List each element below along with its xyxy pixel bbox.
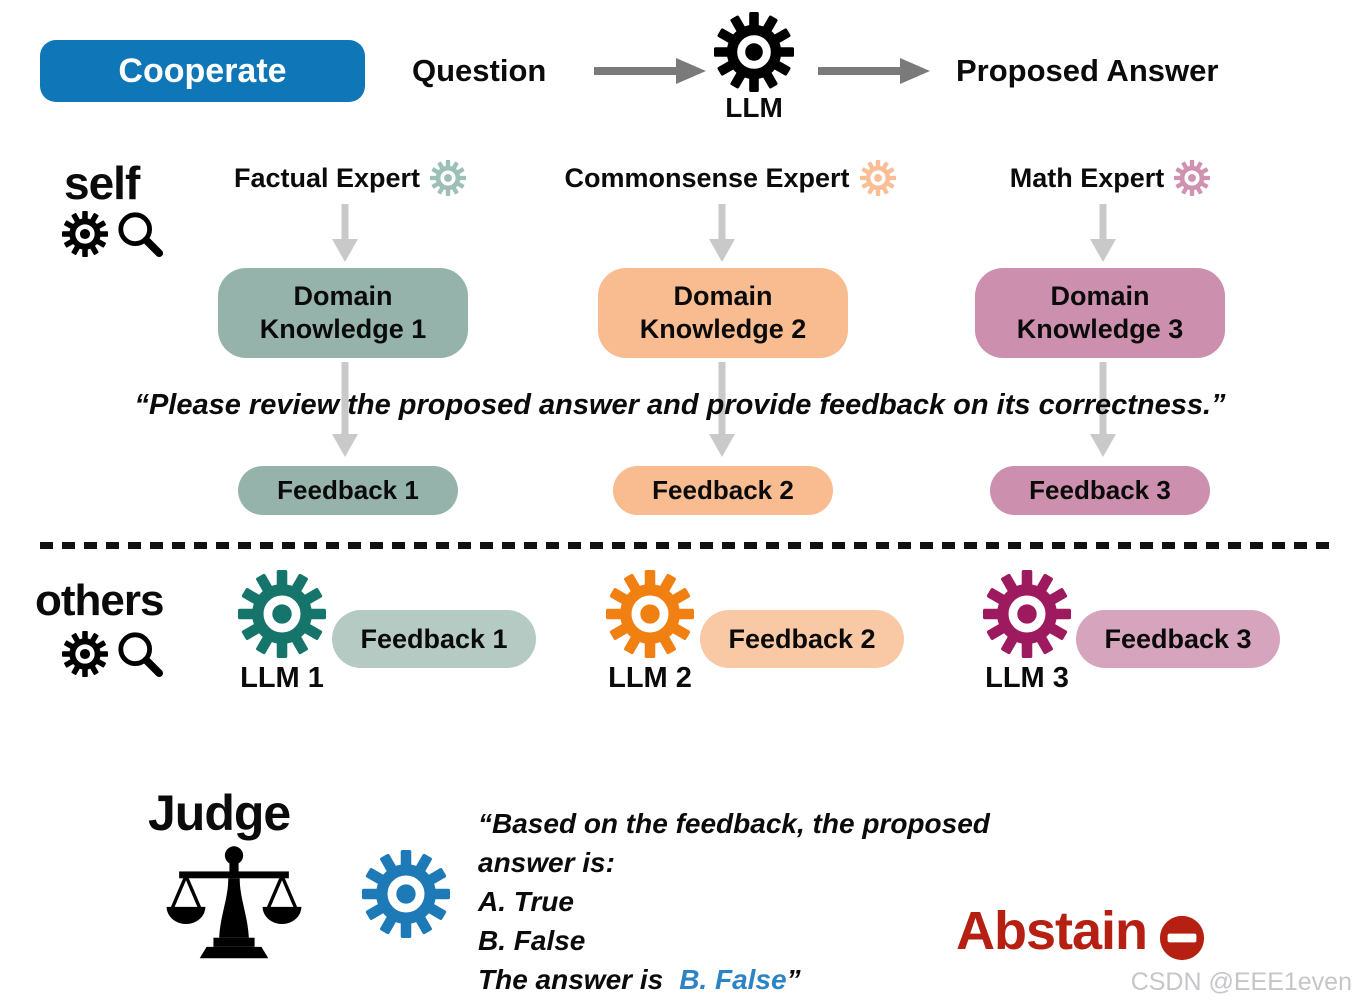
cooperate-badge: Cooperate <box>40 40 365 102</box>
feedback-2-box-self: Feedback 2 <box>613 466 833 515</box>
judge-section-label: Judge <box>148 785 291 841</box>
judge-prompt: “Based on the feedback, the proposed ans… <box>478 804 1078 999</box>
llm-label: LLM <box>725 92 783 123</box>
expert-3-gear-icon <box>1174 160 1210 196</box>
llm-1-label: LLM 1 <box>240 662 324 694</box>
feedback-3-box-self: Feedback 3 <box>990 466 1210 515</box>
scale-icon <box>158 844 310 972</box>
llm-1-gear-icon <box>238 570 326 658</box>
watermark-text: CSDN @EEE1even <box>1130 968 1352 996</box>
arrow-down-expert-2-icon <box>709 204 735 262</box>
judge-prompt-line-1: “Based on the feedback, the proposed ans… <box>478 808 990 878</box>
arrow-down-expert-1-icon <box>332 204 358 262</box>
review-prompt: “Please review the proposed answer and p… <box>134 389 1226 421</box>
expert-1-name: Factual Expert <box>233 162 421 193</box>
judge-answer-value: B. False <box>679 964 787 995</box>
domain-knowledge-3-line1: Domain <box>1050 281 1150 311</box>
others-gear-icon <box>62 631 108 677</box>
domain-knowledge-1-box: Domain Knowledge 1 <box>218 268 468 358</box>
proposed-answer-label: Proposed Answer <box>956 53 1219 88</box>
llm-2-gear-icon <box>606 570 694 658</box>
judge-answer-prefix: The answer is <box>478 964 664 995</box>
others-magnifier-icon <box>116 630 164 678</box>
arrow-llm-to-answer-icon <box>818 58 930 84</box>
domain-knowledge-1-line1: Domain <box>293 281 393 311</box>
self-magnifier-icon <box>116 210 164 258</box>
expert-1-gear-icon <box>430 160 466 196</box>
domain-knowledge-2-line1: Domain <box>673 281 773 311</box>
feedback-2-box-others: Feedback 2 <box>700 610 904 668</box>
domain-knowledge-2-box: Domain Knowledge 2 <box>598 268 848 358</box>
judge-prompt-line-2: A. True <box>478 886 574 917</box>
domain-knowledge-2-line2: Knowledge 2 <box>639 314 807 344</box>
domain-knowledge-3-box: Domain Knowledge 3 <box>975 268 1225 358</box>
llm-2-label: LLM 2 <box>608 662 692 694</box>
abstain-icon <box>1158 914 1206 962</box>
others-section-label: others <box>35 576 164 625</box>
dashed-divider <box>40 542 1332 549</box>
llm-3-gear-icon <box>983 570 1071 658</box>
judge-prompt-line-3: B. False <box>478 925 586 956</box>
judge-gear-icon <box>362 850 450 938</box>
feedback-1-box-others: Feedback 1 <box>332 610 536 668</box>
question-label: Question <box>412 53 547 88</box>
abstain-label: Abstain <box>956 901 1148 961</box>
arrow-down-expert-3-icon <box>1090 204 1116 262</box>
llm-gear-icon <box>714 12 794 92</box>
judge-answer-closing-quote: ” <box>786 964 801 995</box>
feedback-1-box-self: Feedback 1 <box>238 466 458 515</box>
llm-3-label: LLM 3 <box>985 662 1069 694</box>
expert-2-name: Commonsense Expert <box>564 162 850 193</box>
judge-prompt-line-4: The answer is B. False” <box>478 960 1078 999</box>
self-gear-icon <box>62 211 108 257</box>
arrow-question-to-llm-icon <box>594 58 706 84</box>
expert-3-name: Math Expert <box>1009 162 1165 193</box>
feedback-3-box-others: Feedback 3 <box>1076 610 1280 668</box>
domain-knowledge-1-line2: Knowledge 1 <box>259 314 427 344</box>
self-section-label: self <box>64 157 140 209</box>
domain-knowledge-3-line2: Knowledge 3 <box>1016 314 1184 344</box>
